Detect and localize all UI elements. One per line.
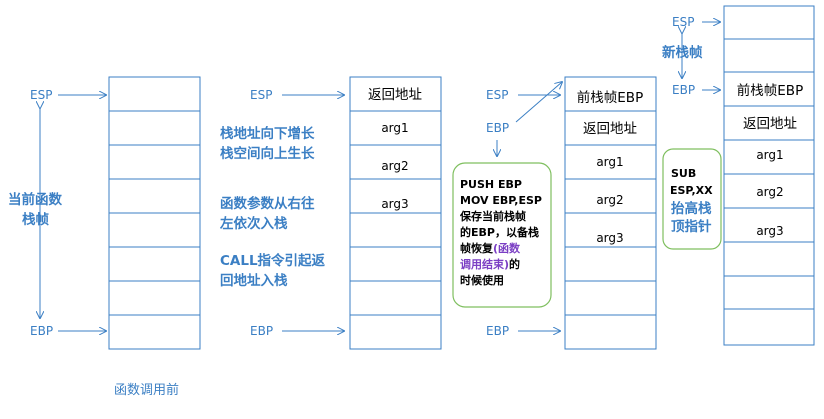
box-line-call-end-a: 调用结束)	[460, 257, 509, 271]
ebp-to-esp-arrow	[515, 82, 562, 123]
stack-column-4	[723, 5, 815, 346]
note-call-line1: CALL指令引起返	[220, 252, 326, 269]
caption-before-call: 函数调用前	[114, 382, 179, 398]
sub-esp-note-box	[662, 148, 722, 250]
cell-arg1: arg1	[596, 155, 623, 169]
box-line-restore-a: 帧恢复	[460, 241, 494, 255]
cell-arg3: arg3	[756, 224, 783, 238]
note-call-line2: 回地址入栈	[220, 272, 288, 289]
push-ebp-note-box	[452, 162, 552, 308]
box-line-restore: 帧恢复(函数	[460, 241, 521, 255]
cell-arg3: arg3	[381, 197, 408, 211]
box-line-save: 保存当前栈帧	[459, 209, 526, 223]
cell-prev-ebp: 前栈帧EBP	[577, 89, 643, 106]
frame-label-line1: 当前函数	[8, 191, 62, 208]
cell-return-address: 返回地址	[583, 121, 637, 137]
esp-label: ESP	[30, 88, 52, 102]
ebp-top-label: EBP	[486, 121, 509, 135]
esp-label: ESP	[250, 88, 272, 102]
stack-column-2	[349, 76, 442, 350]
stack-column-1	[108, 76, 201, 350]
panel-after-call: 返回地址 arg1 arg2 arg3 ESP EBP 栈地址向下增长 栈空间向…	[219, 76, 442, 350]
note-args-order-line1: 函数参数从右往	[220, 195, 315, 212]
cell-prev-ebp: 前栈帧EBP	[737, 82, 803, 99]
panel-sub-esp: 前栈帧EBP 返回地址 arg1 arg2 arg3 ESP EBP 新栈帧 S…	[662, 5, 815, 346]
box-line-push: PUSH EBP	[460, 178, 522, 191]
cell-arg1: arg1	[756, 148, 783, 162]
box-line-when: 时候使用	[460, 273, 504, 287]
panel-push-ebp: 前栈帧EBP 返回地址 arg1 arg2 arg3 ESP EBP EBP P…	[452, 76, 657, 350]
ebp-label: EBP	[30, 324, 53, 338]
note-args-order-line2: 左依次入栈	[219, 215, 288, 232]
cell-arg2: arg2	[596, 193, 623, 207]
frame-label-line2: 栈帧	[22, 211, 49, 228]
box-line-top-pointer: 顶指针	[671, 218, 712, 235]
note-stack-growth-line2: 栈空间向上生长	[220, 145, 315, 162]
new-frame-label: 新栈帧	[662, 44, 703, 61]
box-line-raise: 抬高栈	[671, 200, 712, 217]
ebp-bottom-label: EBP	[486, 324, 509, 338]
cell-return-address: 返回地址	[743, 116, 797, 132]
box-line-call-end-b: 的	[509, 257, 520, 271]
cell-arg2: arg2	[756, 185, 783, 199]
panel-before-call: ESP EBP 当前函数 栈帧 函数调用前	[8, 76, 201, 398]
box-line-call-end: 调用结束)的	[460, 257, 520, 271]
ebp-label: EBP	[672, 83, 695, 97]
stack-column-3	[564, 76, 657, 350]
box-line-restore-b: (函数	[493, 241, 521, 255]
note-stack-growth-line1: 栈地址向下增长	[220, 125, 315, 142]
cell-arg3: arg3	[596, 231, 623, 245]
esp-label: ESP	[672, 15, 694, 29]
box-line-sub: SUB	[671, 167, 696, 180]
box-line-esp-xx: ESP,XX	[670, 184, 713, 197]
box-line-mov: MOV EBP,ESP	[460, 194, 542, 207]
cell-return-address: 返回地址	[368, 87, 422, 103]
box-line-ebp: 的EBP，以备栈	[460, 225, 539, 239]
cell-arg2: arg2	[381, 159, 408, 173]
esp-label: ESP	[486, 88, 508, 102]
ebp-label: EBP	[250, 324, 273, 338]
cell-arg1: arg1	[381, 121, 408, 135]
